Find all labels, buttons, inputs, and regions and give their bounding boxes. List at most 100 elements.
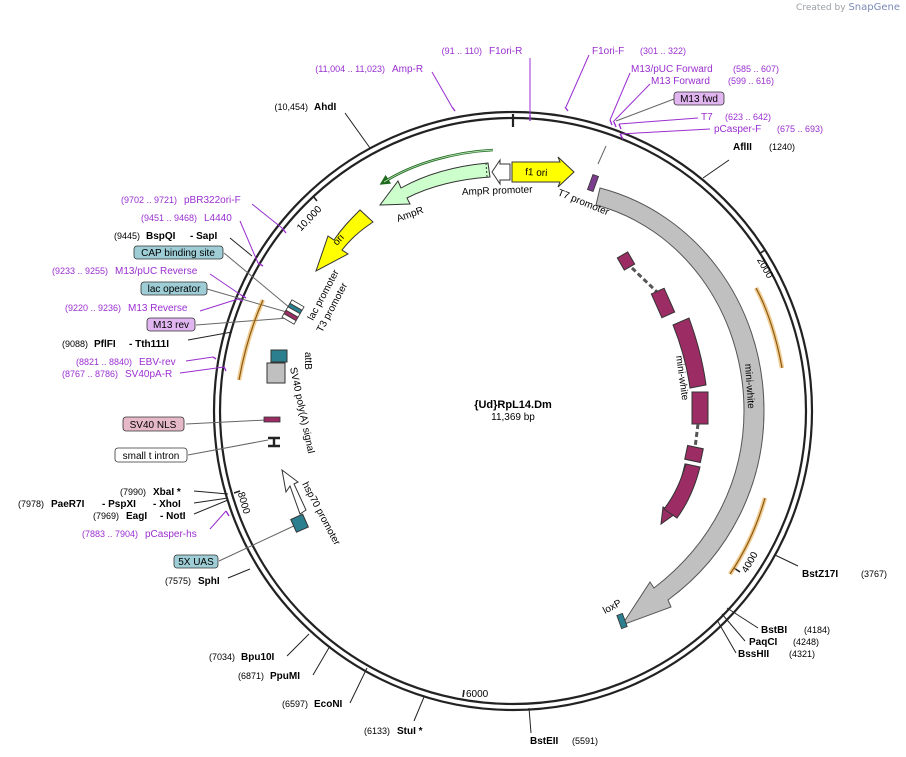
orange-arc-lac-core	[238, 299, 264, 381]
ebv-rev-leader	[185, 356, 214, 362]
m13-forward-leader	[612, 83, 651, 123]
intron-1	[630, 266, 659, 294]
sv40-nls-leader	[185, 419, 267, 425]
ebv-rev-mark	[212, 356, 217, 360]
m13-rev-leader	[195, 317, 289, 326]
ebv-rev-name: EBV-rev	[139, 357, 176, 368]
lac-operator-leader	[206, 288, 291, 314]
hsp70-promoter-feature[interactable]	[281, 468, 307, 515]
pflfi-leader	[187, 331, 233, 341]
exon-2[interactable]	[650, 287, 676, 319]
f1-ori-feature[interactable]	[511, 156, 575, 188]
stui-leader	[413, 696, 425, 722]
bpu10i-name: Bpu10I	[241, 652, 275, 663]
exon-3[interactable]	[672, 317, 707, 389]
f1ori-f-mark	[564, 106, 569, 112]
ampr-promoter-feature[interactable]	[491, 158, 511, 186]
econi-leader	[349, 667, 368, 704]
t7-range: (623 .. 642)	[725, 112, 771, 122]
xbai-leader	[193, 490, 229, 495]
sv40-polya-label: SV40 poly(A) signal	[287, 366, 316, 454]
sv40-nls-box[interactable]: SV40 NLS	[122, 416, 185, 432]
ppumi-name: PpuMI	[270, 671, 300, 682]
m13-reverse-name: M13 Reverse	[128, 303, 188, 314]
small-t-intron-leader	[187, 439, 269, 456]
attb-feature[interactable]	[270, 349, 288, 363]
plasmid-size: 11,369 bp	[491, 412, 535, 423]
l4440-range: (9451 .. 9468)	[141, 213, 197, 223]
sv40pa-r-mark	[223, 366, 227, 372]
exon-6-body	[663, 463, 701, 519]
f1ori-f-leader	[565, 54, 590, 108]
intron-2	[693, 423, 700, 449]
uas-leader	[218, 523, 299, 562]
m13-forward-name: M13 Forward	[651, 76, 710, 87]
m13-puc-reverse-leader	[209, 273, 242, 296]
noti-name: - NotI	[160, 511, 186, 522]
t7-promoter-feature[interactable]	[586, 173, 600, 193]
primer-labels: (11,004 .. 11,023) Amp-R (91 .. 110) F1o…	[52, 46, 823, 540]
econi-pos: (6597)	[282, 699, 308, 709]
small-t-intron-feature[interactable]	[268, 436, 280, 448]
orange-arc-lac	[236, 299, 266, 381]
bspqi-name: BspQI	[146, 231, 176, 242]
sv40-polya-feature[interactable]	[266, 362, 286, 384]
uas-box-bg	[173, 554, 219, 569]
exon-1[interactable]	[616, 251, 636, 271]
uas-box[interactable]: 5X UAS	[173, 554, 219, 569]
eagi-name: EagI	[126, 511, 147, 522]
ppumi-leader	[312, 645, 331, 676]
exon-5[interactable]	[684, 444, 704, 464]
cap-site-box-bg	[133, 245, 224, 260]
cap-site-leader	[223, 252, 291, 309]
m13-reverse-leader	[199, 298, 239, 312]
m13-puc-reverse-range: (9233 .. 9255)	[52, 266, 108, 276]
aflii-leader	[702, 159, 730, 179]
ori-feature[interactable]	[315, 209, 374, 273]
paer7i-pos: (7978)	[18, 499, 44, 509]
m13-fwd-leader	[615, 98, 675, 122]
sv40-nls-feature[interactable]	[263, 416, 281, 423]
bstz17i-pos: (3767)	[861, 569, 887, 579]
lac-cluster	[281, 299, 305, 325]
aflii-pos: (1240)	[769, 142, 795, 152]
loxp-feature[interactable]	[616, 612, 628, 630]
pbr322ori-f-leader	[251, 203, 283, 229]
m13-reverse-mark	[237, 298, 244, 302]
coordinate-tick-2000: 2000	[754, 249, 775, 281]
attb-label: attB	[302, 352, 313, 370]
bspqi-leader	[229, 237, 253, 257]
pcasper-hs-leader	[209, 510, 227, 530]
bsshii-name: BssHII	[738, 649, 769, 660]
m13-puc-forward-range: (585 .. 607)	[733, 64, 779, 74]
ampr-promoter-label: AmpR promoter	[462, 185, 534, 198]
l4440-mark	[257, 262, 264, 267]
m13-puc-forward-name: M13/pUC Forward	[631, 64, 713, 75]
exon-4[interactable]	[691, 391, 709, 425]
ampr-feature[interactable]	[378, 162, 491, 206]
xhoi-name: - XhoI	[153, 499, 181, 510]
ampr-label: AmpR	[395, 205, 425, 225]
bstbi-leader	[726, 607, 759, 629]
sv40-nls-box-bg	[122, 416, 185, 432]
tick-label-10000: 10,000	[295, 204, 324, 234]
snapgene-logo-text: SnapGene	[848, 2, 900, 13]
stui-name: StuI *	[397, 726, 423, 737]
uas-feature[interactable]	[290, 513, 309, 533]
lac-operator-box[interactable]: lac operator	[140, 281, 208, 296]
tick-label-6000: 6000	[466, 689, 489, 700]
m13-rev-box[interactable]: M13 rev	[146, 317, 196, 332]
pspxi-name: - PspXI	[102, 499, 136, 510]
enzyme-labels: (10,454) AhdI AflII (1240) (9445) BspQI …	[18, 102, 887, 747]
m13-fwd-box[interactable]: M13 fwd	[673, 91, 725, 106]
bstbi-pos: (4184)	[804, 625, 830, 635]
cap-site-box[interactable]: CAP binding site	[133, 245, 224, 260]
pcasper-f-mark	[619, 133, 624, 140]
small-t-intron-box[interactable]: small t intron	[114, 447, 188, 463]
ebv-rev-range: (8821 .. 8840)	[76, 357, 132, 367]
lac-operator-box-bg	[140, 281, 208, 296]
xbai-pos: (7990)	[120, 487, 146, 497]
m13-rev-mark[interactable]	[281, 313, 297, 325]
bpu10i-pos: (7034)	[209, 652, 235, 662]
